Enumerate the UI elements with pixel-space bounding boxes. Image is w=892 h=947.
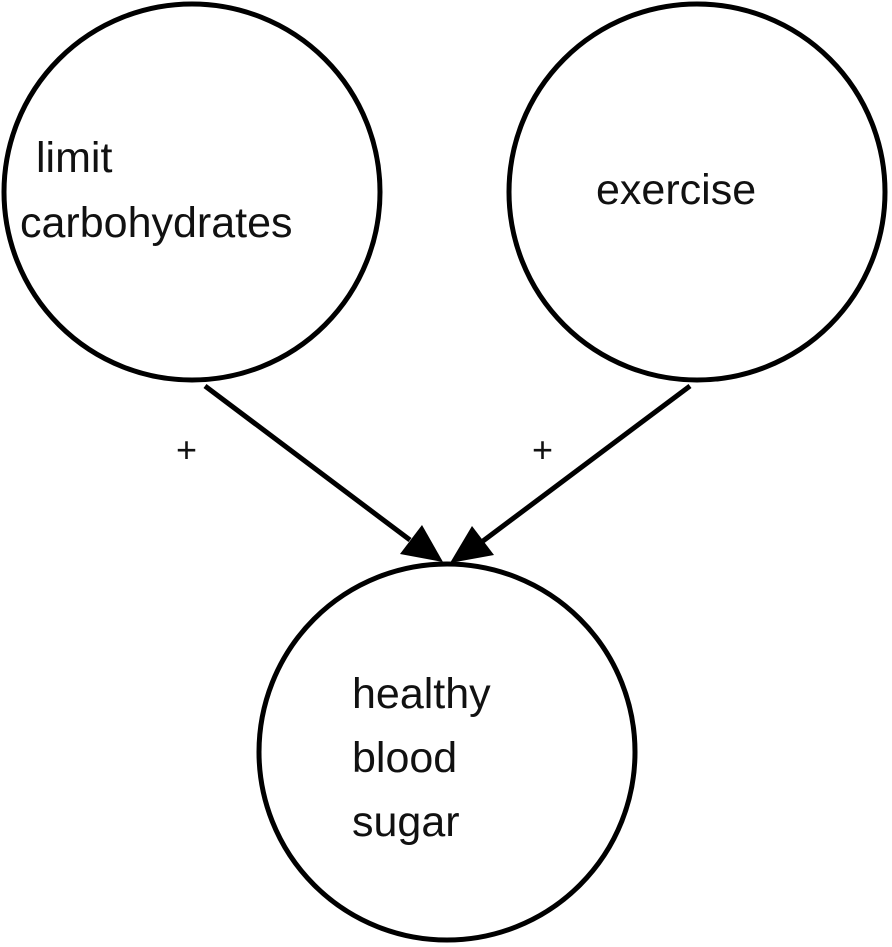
edge-line	[481, 383, 692, 544]
node-label-line: sugar	[352, 798, 460, 846]
node-limit-carbohydrates: limit carbohydrates	[1, 1, 383, 383]
node-label-line: carbohydrates	[20, 199, 293, 247]
arrow-head	[450, 526, 494, 563]
node-label-line: blood	[352, 734, 457, 782]
node-circle	[506, 1, 888, 383]
edge-limit-carbohydrates-to-healthy-blood-sugar	[203, 384, 443, 562]
arrow-head	[400, 525, 443, 562]
edge-line	[203, 384, 412, 542]
node-circle	[1, 1, 383, 383]
node-label-line: healthy	[352, 670, 491, 718]
node-exercise: exercise	[506, 1, 888, 383]
node-label-line: exercise	[596, 166, 756, 214]
node-healthy-blood-sugar: healthy blood sugar	[256, 561, 638, 943]
edge-exercise-to-healthy-blood-sugar	[450, 383, 692, 563]
node-label-line: limit	[36, 134, 112, 182]
edge-label-right: +	[532, 429, 553, 470]
edge-label-left: +	[176, 429, 197, 470]
node-circle	[256, 561, 638, 943]
